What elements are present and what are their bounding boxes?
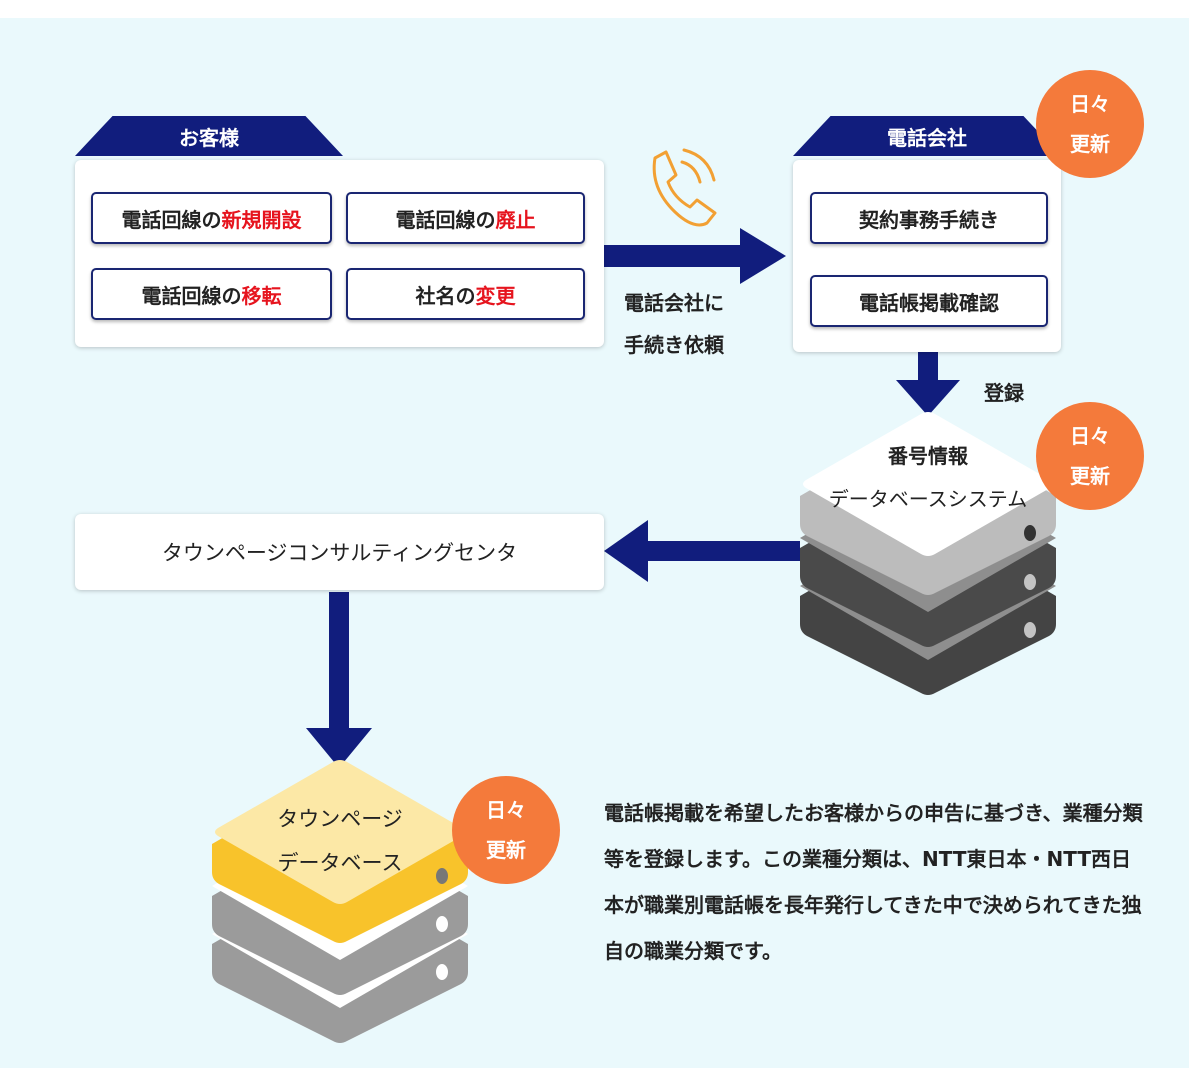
phone-company-tab: 電話会社 [793, 116, 1061, 156]
description-text: 電話帳掲載を希望したお客様からの申告に基づき、業種分類等を登録します。この業種分… [604, 801, 1143, 963]
arrow-down-icon [306, 592, 372, 768]
badge-line2: 更新 [1070, 464, 1110, 488]
item-prefix: 社名の [415, 283, 476, 308]
badge-line1: 日々 [1070, 92, 1110, 116]
number-db-label-line1: 番号情報 [888, 444, 968, 468]
item-prefix: 電話回線の [121, 207, 222, 232]
daily-update-badge: 日々 更新 [1036, 70, 1144, 178]
item-cancel-line: 電話回線の廃止 [346, 192, 585, 244]
customer-tab: お客様 [75, 116, 343, 156]
item-new-line: 電話回線の新規開設 [91, 192, 332, 244]
townpage-db-label-line1: タウンページ [277, 807, 403, 831]
daily-update-badge: 日々 更新 [1036, 402, 1144, 510]
item-prefix: 電話回線の [395, 207, 496, 232]
item-company-name-change: 社名の変更 [346, 268, 585, 320]
townpage-db-label-line2: データベース [277, 851, 403, 875]
item-highlight: 移転 [241, 283, 282, 308]
badge-line2: 更新 [1070, 132, 1110, 156]
database-server-icon [800, 412, 1056, 695]
item-highlight: 変更 [475, 283, 516, 308]
phone-call-icon [652, 148, 717, 227]
database-server-icon [212, 760, 468, 1043]
arrow-left-icon [604, 520, 800, 582]
daily-update-badge: 日々 更新 [452, 776, 560, 884]
badge-line2: 更新 [486, 838, 526, 862]
arrow-label-line2: 手続き依頼 [624, 333, 724, 357]
item-move-line: 電話回線の移転 [91, 268, 332, 320]
arrow-label-line1: 電話会社に [624, 291, 724, 315]
item-highlight: 新規開設 [221, 207, 302, 232]
register-label: 登録 [984, 381, 1024, 405]
directory-listing-check-item: 電話帳掲載確認 [810, 275, 1048, 327]
center-label: タウンページコンサルティングセンタ [161, 541, 518, 565]
item-prefix: 電話回線の [141, 283, 242, 308]
badge-line1: 日々 [1070, 424, 1110, 448]
arrow-right-icon [602, 228, 786, 284]
item-highlight: 廃止 [495, 207, 536, 232]
number-db-label-line2: データベースシステム [828, 487, 1028, 511]
townpage-consulting-center: タウンページコンサルティングセンタ [75, 514, 604, 590]
contract-procedure-item: 契約事務手続き [810, 192, 1048, 244]
badge-line1: 日々 [486, 798, 526, 822]
